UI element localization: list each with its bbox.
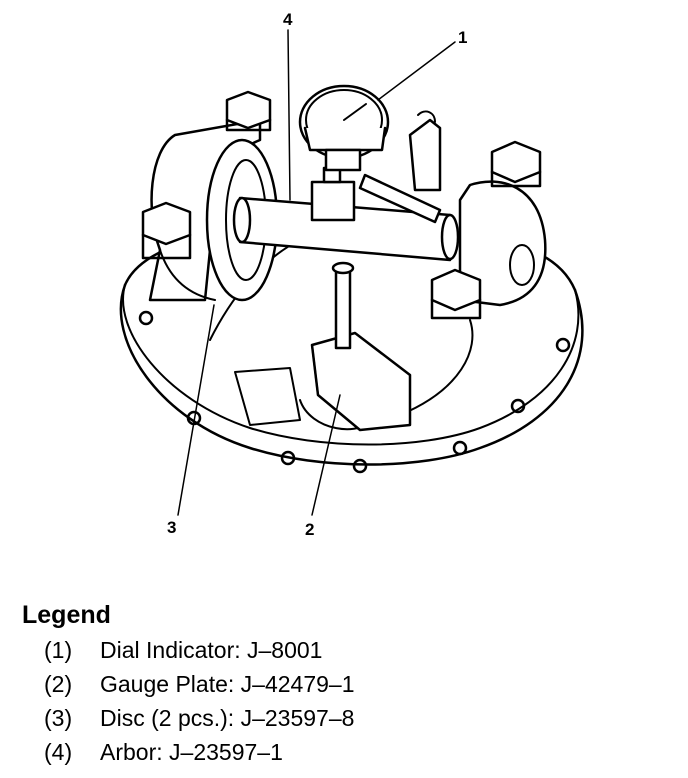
dial-indicator: [298, 84, 390, 172]
legend-item: (3) Disc (2 pcs.): J–23597–8: [22, 701, 662, 735]
bolt-hole: [138, 310, 154, 326]
legend-item: (2) Gauge Plate: J–42479–1: [22, 667, 662, 701]
leader-line-1: [377, 41, 456, 101]
callout-4: 4: [283, 10, 293, 29]
leader-lines: [177, 29, 456, 516]
legend-item-number: (1): [44, 637, 73, 663]
legend-item: (4) Arbor: J–23597–1: [22, 735, 662, 769]
callout-1: 1: [458, 28, 467, 47]
bolt-hole: [280, 450, 296, 466]
legend-item-text: Gauge Plate: J–42479–1: [100, 671, 355, 697]
leader-line-3: [177, 304, 215, 516]
legend-item-text: Arbor: J–23597–1: [100, 739, 283, 765]
leader-line-4: [287, 29, 291, 201]
arbor: [232, 110, 460, 262]
legend-item-number: (4): [44, 739, 73, 765]
legend-item-number: (3): [44, 705, 73, 731]
left-bearing-cap: [141, 90, 279, 302]
legend-item-number: (2): [44, 671, 73, 697]
bolt-hole: [352, 458, 368, 474]
legend-title: Legend: [22, 601, 111, 629]
leader-line-2: [311, 394, 341, 516]
bolt-hole: [555, 337, 571, 353]
callout-3: 3: [167, 518, 176, 537]
callout-2: 2: [305, 520, 314, 539]
legend: Legend (1) Dial Indicator: J–8001 (2) Ga…: [22, 600, 662, 769]
legend-item-text: Disc (2 pcs.): J–23597–8: [100, 705, 355, 731]
differential-carrier-illustration: 1 2 3 4: [119, 10, 584, 539]
right-bearing-cap: [430, 140, 547, 320]
legend-item: (1) Dial Indicator: J–8001: [22, 633, 662, 667]
bolt-hole: [452, 440, 468, 456]
legend-item-text: Dial Indicator: J–8001: [100, 637, 323, 663]
bolt-hole: [510, 398, 526, 414]
gauge-plate-assembly: [310, 261, 412, 432]
